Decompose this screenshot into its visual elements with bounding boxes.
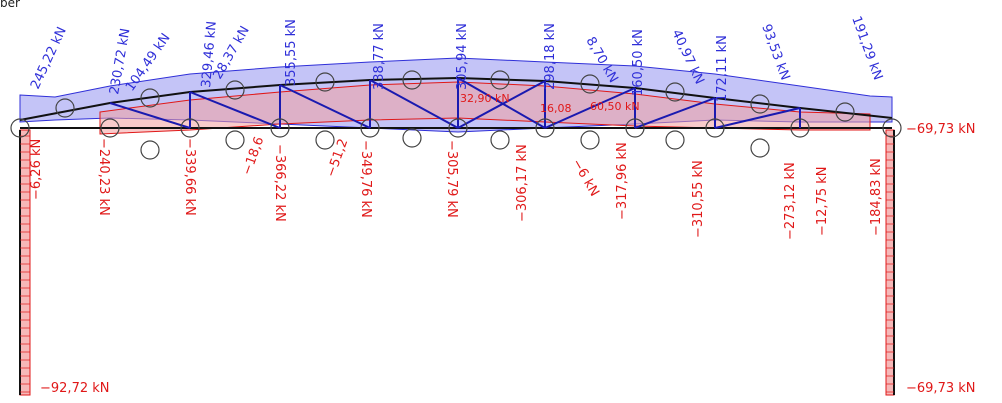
web-members (109, 77, 801, 129)
force-label: −6 kN (569, 157, 602, 200)
force-label: −69,73 kN (906, 381, 976, 396)
bottom-chord-tension-band (99, 81, 871, 135)
force-label: −240,23 kN (96, 138, 111, 216)
force-label: −6,26 kN (29, 139, 44, 200)
force-label: 191,29 kN (848, 14, 885, 82)
force-label: 355,55 kN (284, 19, 299, 86)
force-label: −349,76 kN (358, 140, 373, 218)
node-markers (10, 70, 902, 160)
force-label: −69,73 kN (906, 122, 976, 137)
force-label: 329,46 kN (199, 20, 220, 88)
force-label: −51,2 (324, 137, 352, 180)
force-label: 160,50 kN (631, 29, 646, 96)
force-label: −366,22 kN (272, 144, 287, 222)
force-label: −305,79 kN (444, 140, 459, 218)
force-label: 93,53 kN (758, 22, 792, 82)
force-label: 32,90 kN (460, 92, 510, 105)
force-label: 172,11 kN (715, 35, 730, 102)
force-label: 16,08 (540, 102, 572, 115)
force-label: 305,94 kN (455, 23, 470, 90)
force-label: −317,96 kN (615, 142, 630, 220)
header-caption: ber (0, 0, 20, 10)
force-label: −184,83 kN (869, 158, 884, 236)
force-label: −310,55 kN (691, 160, 706, 238)
force-label: 245,22 kN (28, 25, 70, 92)
force-label: 298,18 kN (543, 23, 558, 90)
force-label: −339,66 kN (182, 138, 197, 216)
right-column (885, 129, 895, 396)
force-label: 60,50 kN (590, 100, 640, 113)
force-label: −92,72 kN (40, 381, 110, 396)
force-label: −12,75 kN (815, 167, 830, 237)
force-label: −306,17 kN (515, 144, 530, 222)
left-column (19, 129, 31, 396)
force-label: 338,77 kN (372, 23, 387, 90)
force-label: −273,12 kN (783, 162, 798, 240)
